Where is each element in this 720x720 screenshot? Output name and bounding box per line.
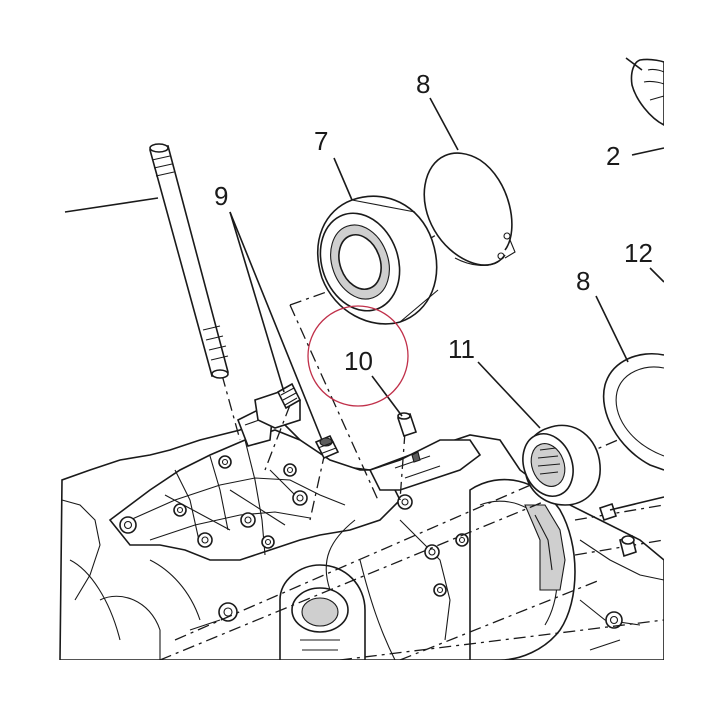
callout-7: 7 bbox=[314, 126, 328, 156]
leader-lines bbox=[229, 97, 665, 441]
callout-10: 10 bbox=[344, 346, 373, 376]
callout-12: 12 bbox=[624, 238, 653, 268]
circlip-8-upper bbox=[423, 152, 516, 267]
highlight-circle bbox=[307, 305, 409, 407]
callout-8-upper: 8 bbox=[416, 69, 430, 99]
small-pins-right bbox=[598, 496, 665, 558]
dowel-pin bbox=[396, 412, 418, 438]
callout-2: 2 bbox=[606, 141, 620, 171]
stud-bolt bbox=[64, 143, 229, 379]
plug-screw-lower bbox=[314, 434, 340, 460]
needle-bearing-11 bbox=[522, 424, 601, 506]
callout-9: 9 bbox=[214, 181, 228, 211]
crankcase-half bbox=[59, 389, 665, 661]
bottom-crop-mask bbox=[0, 660, 720, 720]
oil-seal-2 bbox=[625, 57, 665, 156]
ball-bearing-7 bbox=[317, 195, 439, 325]
callout-11: 11 bbox=[448, 334, 475, 364]
circlip-8-right bbox=[602, 353, 665, 471]
right-crop-mask bbox=[664, 0, 720, 720]
callout-8-right: 8 bbox=[576, 266, 590, 296]
